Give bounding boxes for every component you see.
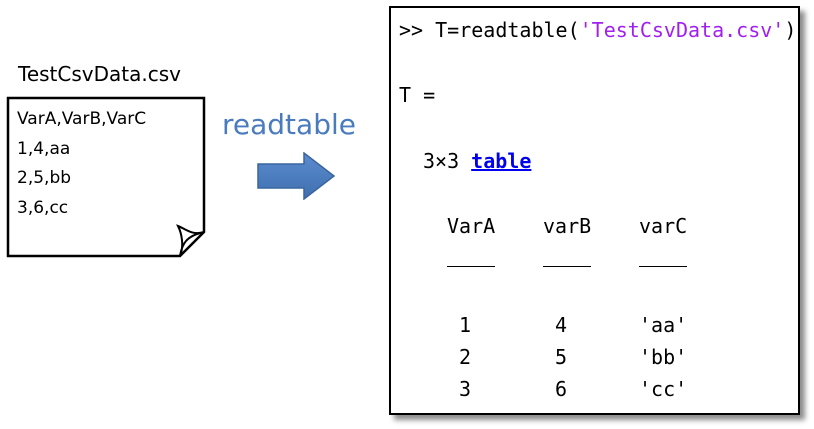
table-header-separator (639, 266, 687, 267)
table-cell: 3 (459, 377, 472, 401)
output-variable: T = (399, 83, 436, 107)
table-type-link[interactable]: table (471, 149, 532, 173)
file-line: 1,4,aa (17, 138, 71, 159)
csv-file-document: VarA,VarB,VarC 1,4,aa 2,5,bb 3,6,cc (6, 96, 206, 258)
file-name-label: TestCsvData.csv (18, 62, 181, 86)
document-page-icon (6, 96, 206, 258)
table-cell: 1 (459, 313, 472, 337)
table-cell: 5 (555, 345, 568, 369)
table-cell: 'bb' (639, 345, 688, 369)
right-arrow-icon (256, 151, 336, 204)
file-contents: VarA,VarB,VarC 1,4,aa 2,5,bb 3,6,cc (17, 105, 146, 223)
table-header-separator (543, 266, 591, 267)
prompt: >> (399, 18, 424, 42)
table-dimensions-line: 3×3 table (423, 149, 531, 173)
table-cell: 4 (555, 313, 568, 337)
table-cell: 6 (555, 377, 568, 401)
table-cell: 'cc' (639, 377, 688, 401)
table-header-separator (447, 266, 495, 267)
command-close-paren: ) (784, 18, 797, 42)
file-line: 3,6,cc (17, 197, 69, 218)
command-line: >> T=readtable('TestCsvData.csv') (399, 18, 796, 42)
file-line: 2,5,bb (17, 168, 72, 188)
table-header-varc: varC (639, 214, 688, 238)
command-text: T=readtable( (435, 18, 580, 42)
file-line: VarA,VarB,VarC (17, 109, 147, 129)
table-cell: 'aa' (639, 313, 688, 337)
command-string-arg: 'TestCsvData.csv' (579, 18, 785, 42)
table-header-varb: varB (543, 214, 592, 238)
matlab-command-window: >> T=readtable('TestCsvData.csv') T = 3×… (389, 6, 800, 415)
table-header-vara: VarA (447, 214, 496, 238)
table-size: 3×3 (423, 149, 460, 173)
table-cell: 2 (459, 345, 472, 369)
operation-label: readtable (222, 108, 356, 141)
